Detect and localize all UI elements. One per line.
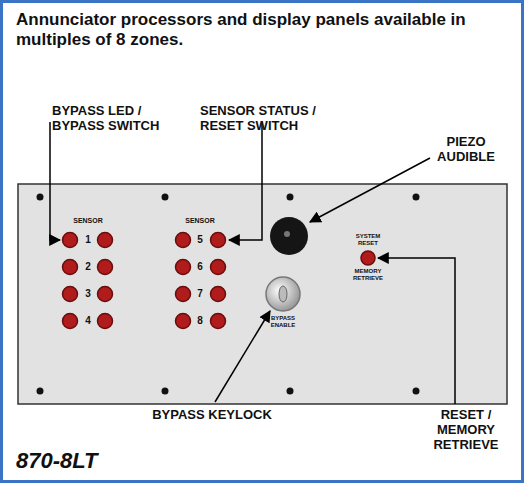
led xyxy=(176,233,191,248)
piezo-symbol xyxy=(270,217,308,255)
led xyxy=(98,314,113,329)
screw-hole xyxy=(37,388,44,395)
led xyxy=(63,287,78,302)
led xyxy=(63,260,78,275)
keylock-symbol xyxy=(266,277,300,311)
screw-hole xyxy=(287,388,294,395)
led xyxy=(98,233,113,248)
led xyxy=(98,287,113,302)
screw-hole xyxy=(413,388,420,395)
screw-hole xyxy=(413,194,420,201)
led-switches xyxy=(63,233,226,329)
led xyxy=(63,314,78,329)
led xyxy=(176,287,191,302)
screw-holes xyxy=(37,194,420,395)
callout-label: RESET / MEMORY RETRIEVE xyxy=(421,408,511,453)
led xyxy=(211,260,226,275)
led xyxy=(63,233,78,248)
callout-label: SENSOR STATUS / RESET SWITCH xyxy=(200,104,350,134)
callout-label: BYPASS KEYLOCK xyxy=(142,408,282,423)
leader-lines xyxy=(50,122,455,404)
reset-button xyxy=(361,251,375,265)
callout-label: PIEZO AUDIBLE xyxy=(426,135,506,165)
screw-hole xyxy=(162,388,169,395)
panel-label: BYPASS ENABLE xyxy=(261,315,305,329)
zone-number: 3 xyxy=(81,288,95,300)
zone-number: 8 xyxy=(193,315,207,327)
led xyxy=(211,287,226,302)
panel-label: SENSOR xyxy=(63,217,113,225)
led xyxy=(176,314,191,329)
led xyxy=(211,233,226,248)
callout-label: BYPASS LED / BYPASS SWITCH xyxy=(52,104,167,134)
screw-hole xyxy=(287,194,294,201)
led xyxy=(98,260,113,275)
key-slot xyxy=(279,286,287,302)
led xyxy=(176,260,191,275)
screw-hole xyxy=(162,194,169,201)
zone-number: 5 xyxy=(193,234,207,246)
panel-label: SYSTEM RESET xyxy=(346,233,390,247)
model-number: 870-8LT xyxy=(16,448,98,473)
panel-label: MEMORY RETRIEVE xyxy=(343,268,393,282)
screw-hole xyxy=(37,194,44,201)
zone-number: 2 xyxy=(81,261,95,273)
zone-number: 4 xyxy=(81,315,95,327)
panel-label: SENSOR xyxy=(175,217,225,225)
zone-number: 6 xyxy=(193,261,207,273)
zone-number: 1 xyxy=(81,234,95,246)
piezo-hole xyxy=(284,231,290,237)
led xyxy=(211,314,226,329)
title: Annunciator processors and display panel… xyxy=(16,10,506,51)
zone-number: 7 xyxy=(193,288,207,300)
